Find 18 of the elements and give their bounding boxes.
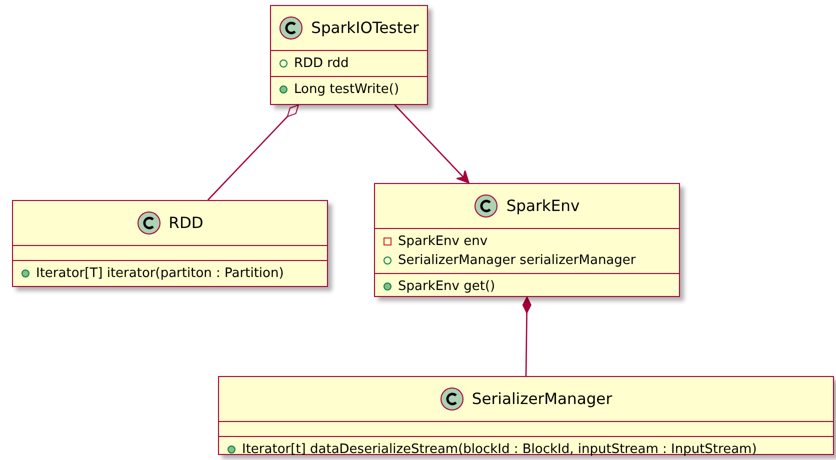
method-text: SparkEnv get() [398,279,496,294]
class-box [374,183,680,297]
attribute-text: RDD rdd [294,56,349,71]
class-name: RDD [168,214,204,232]
composition-line [522,296,532,376]
arrow [394,104,470,184]
aggregation-line [207,104,299,200]
attribute-text: SerializerManager serializerManager [398,253,636,268]
class-name: SparkEnv [506,197,580,215]
class-box [12,200,328,287]
class-box [270,5,428,105]
class-name: SparkIOTester [311,19,419,37]
class-box [218,376,834,455]
method-text: Iterator[t] dataDeserializeStream(blockId : BlockId, inputStream : InputStream) [242,442,757,457]
method-text: Long testWrite() [294,82,400,97]
attribute-text: SparkEnv env [398,234,488,249]
method-text: Iterator[T] iterator(partiton : Partition) [36,266,284,281]
class-name: SerializerManager [472,390,612,408]
